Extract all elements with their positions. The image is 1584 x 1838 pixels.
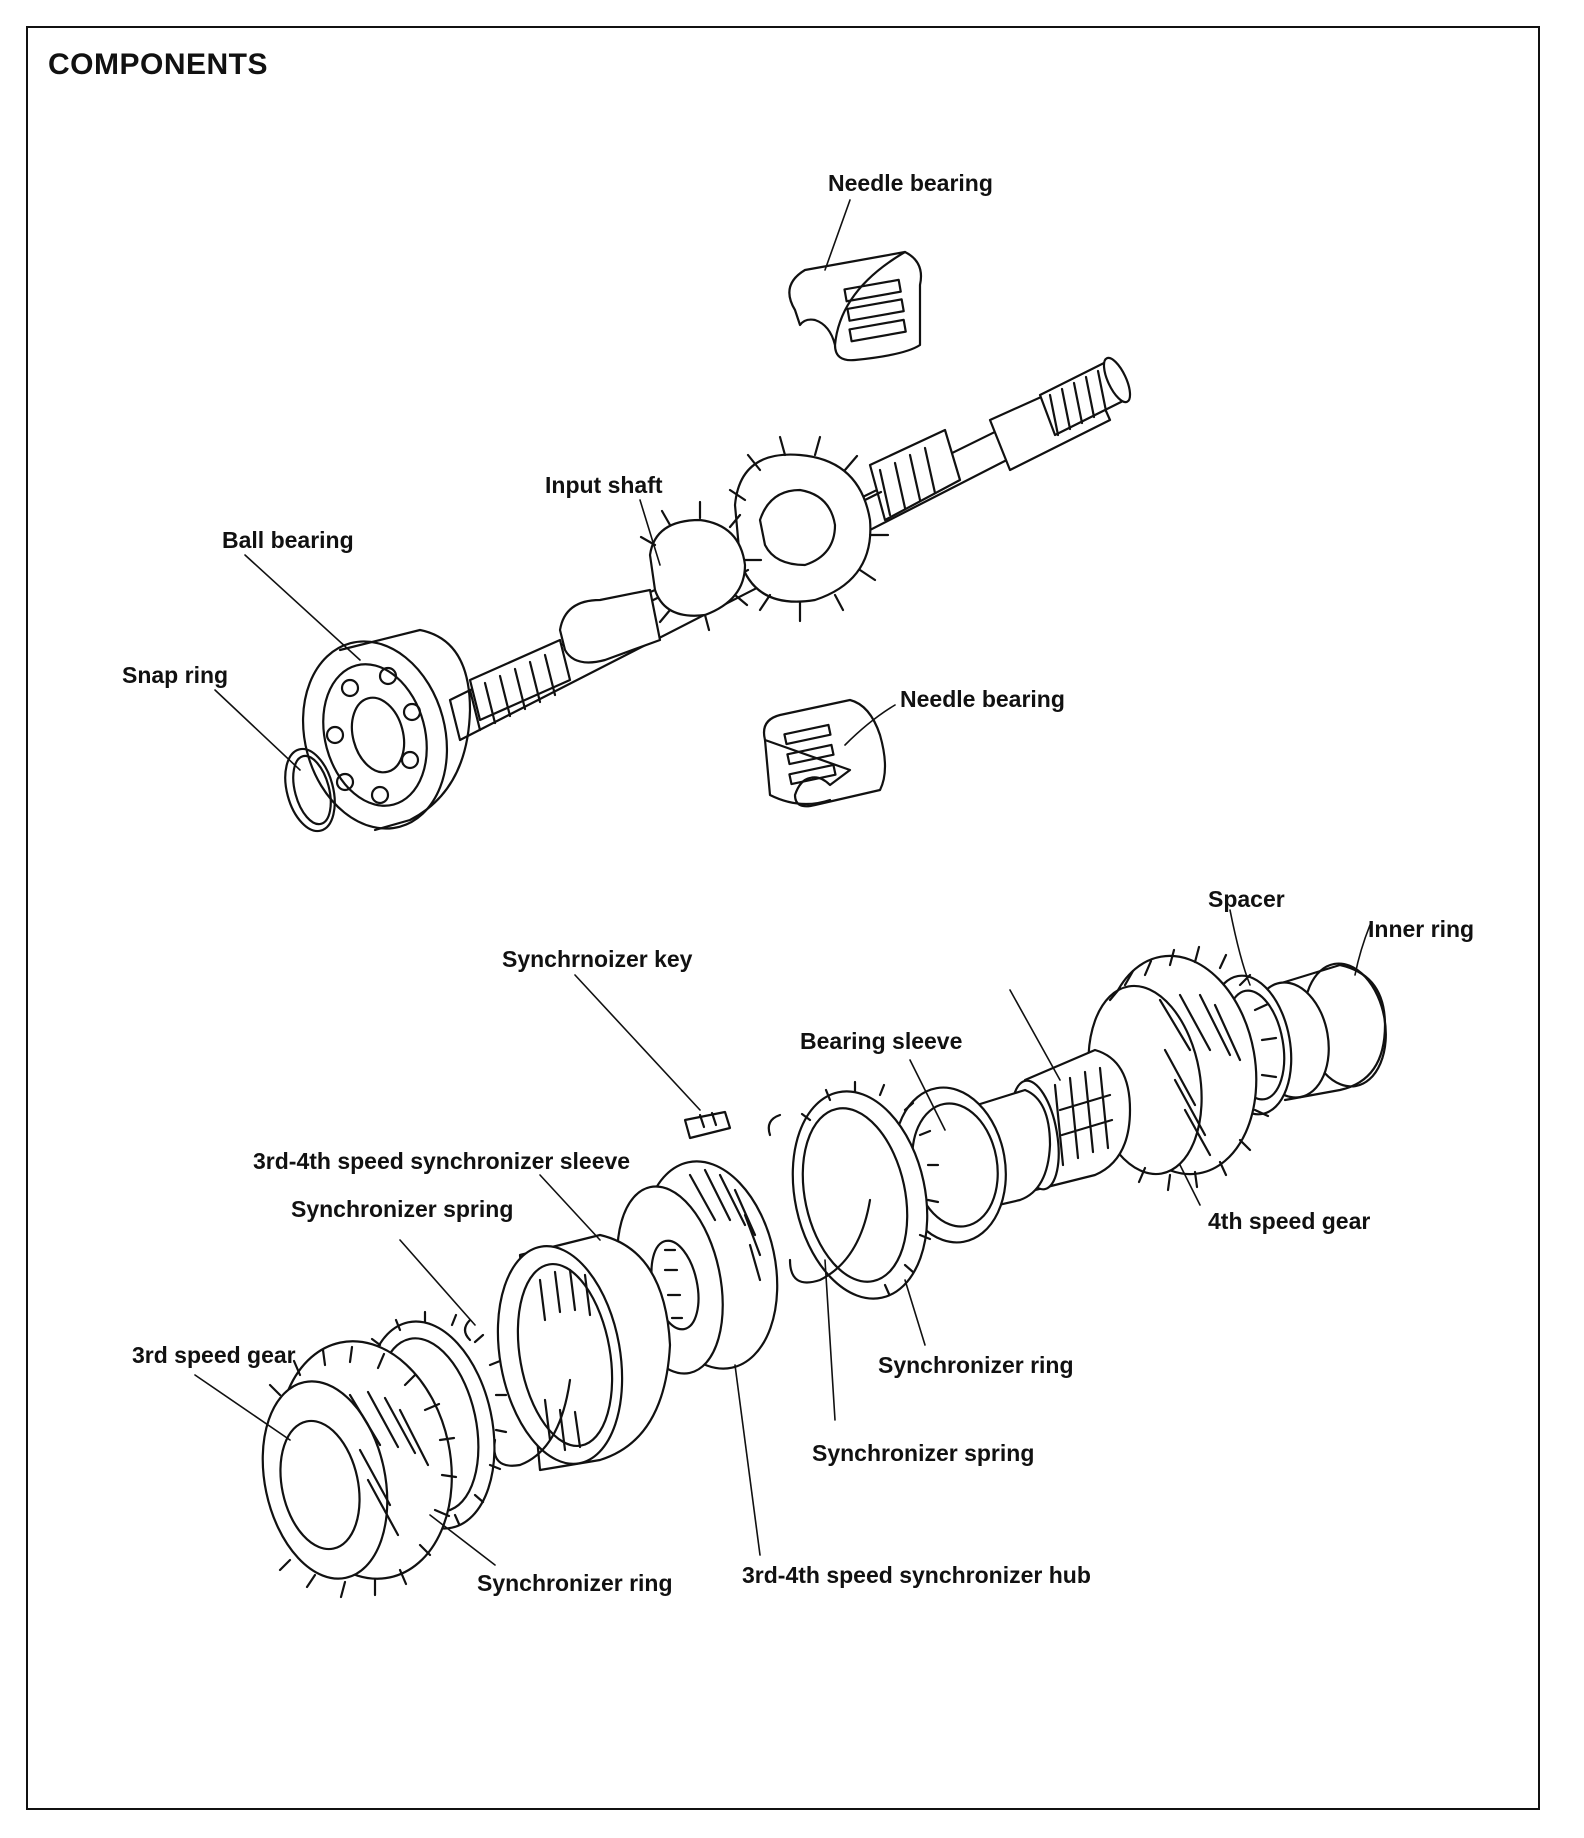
label-3rd-speed-gear: 3rd speed gear: [132, 1342, 296, 1368]
label-bearing-sleeve: Bearing sleeve: [800, 1028, 963, 1054]
label-needle-bearing-bottom: Needle bearing: [900, 686, 1065, 712]
ball-bearing-part: [301, 628, 472, 832]
label-sync-ring-right: Synchronizer ring: [878, 1352, 1074, 1378]
synchronizer-spring-right-part: [767, 1113, 872, 1284]
label-input-shaft: Input shaft: [545, 472, 663, 498]
leader-needle-bearing-top: [824, 199, 851, 271]
leader-sleeve-needle-bearing: [1009, 989, 1061, 1081]
leader-bearing-sleeve: [909, 1059, 946, 1131]
synchronizer-ring-right-part: [791, 1080, 940, 1300]
needle-bearing-top-part: [788, 250, 923, 362]
leader-ball-bearing: [244, 554, 361, 661]
label-ball-bearing: Ball bearing: [222, 527, 354, 553]
leader-3rd-gear: [194, 1374, 291, 1441]
leader-sync-ring-right: [904, 1279, 926, 1346]
leader-4th-gear: [1179, 1164, 1201, 1206]
leader-sync-sleeve: [539, 1174, 601, 1241]
label-4th-speed-gear: 4th speed gear: [1208, 1208, 1371, 1234]
snap-ring-part: [284, 747, 336, 833]
leader-sync-ring-left: [429, 1514, 496, 1566]
label-spacer: Spacer: [1208, 886, 1285, 912]
label-snap-ring: Snap ring: [122, 662, 229, 688]
leader-spacer: [1229, 909, 1251, 986]
label-needle-bearing-top: Needle bearing: [828, 170, 993, 196]
page-title: COMPONENTS: [48, 48, 269, 81]
leader-sync-hub: [734, 1364, 761, 1556]
label-sync-hub: 3rd-4th speed synchronizer hub: [742, 1562, 1091, 1588]
leader-snap-ring: [214, 689, 301, 771]
leader-lines: [194, 199, 1371, 1566]
third-speed-gear-part: [261, 1340, 458, 1599]
leader-synchronizer-key: [574, 974, 701, 1111]
label-sync-spring-left: Synchronizer spring: [291, 1196, 514, 1222]
synchronizer-key-part: [683, 1110, 732, 1140]
leader-input-shaft: [639, 499, 661, 566]
synchronizer-sleeve-part: [496, 1233, 672, 1472]
input-shaft-part: [448, 356, 1132, 742]
label-synchronizer-key: Synchrnoizer key: [502, 946, 693, 972]
leader-sync-spring-right: [824, 1259, 836, 1421]
leader-inner-ring: [1354, 924, 1371, 976]
label-sync-ring-left: Synchronizer ring: [477, 1570, 673, 1596]
synchronizer-hub-part: [616, 1160, 779, 1375]
needle-bearing-bottom-part: [762, 698, 887, 808]
leader-sync-spring-left: [399, 1239, 476, 1326]
fourth-speed-gear-part: [1087, 945, 1278, 1192]
label-sync-spring-right: Synchronizer spring: [812, 1440, 1035, 1466]
leader-needle-bearing-bottom: [844, 704, 896, 746]
diagram-frame: [26, 26, 1540, 1810]
synchronizer-spring-left-part: [463, 1318, 572, 1467]
label-sync-sleeve: 3rd-4th speed synchronizer sleeve: [253, 1148, 631, 1174]
label-inner-ring: Inner ring: [1368, 916, 1475, 942]
